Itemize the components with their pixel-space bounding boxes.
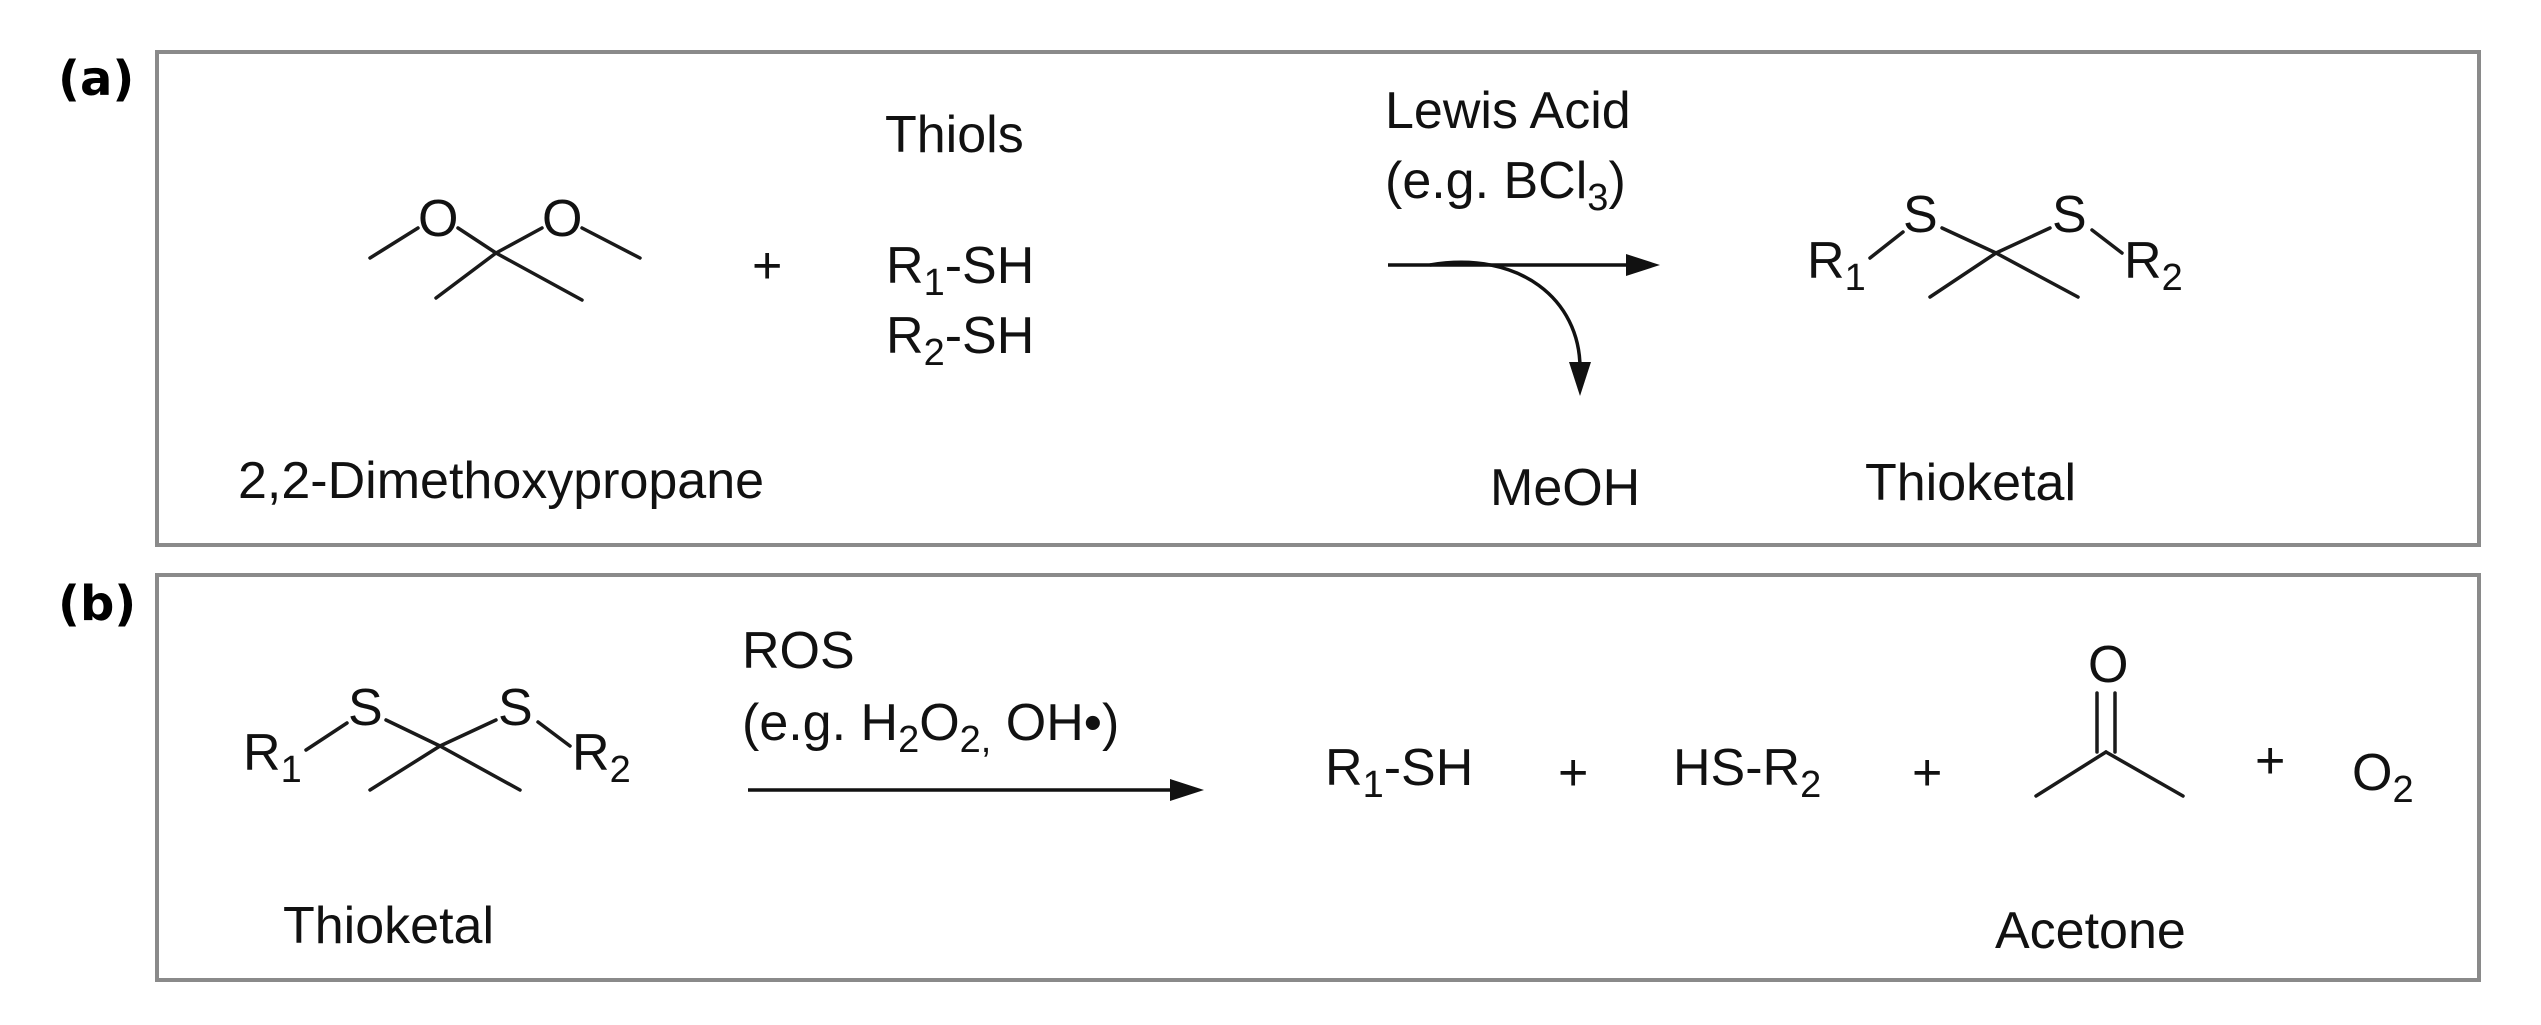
- panel-a-tag: (a): [58, 51, 134, 107]
- catalyst-label-line1: Lewis Acid: [1385, 82, 1631, 140]
- dimethoxypropane-structure: O O: [368, 190, 642, 302]
- product-r2: R2: [2124, 232, 2183, 299]
- reactant-r2: R2: [572, 724, 631, 791]
- reactant-r1: R1: [243, 724, 302, 791]
- dmp-oxygen-left: O: [418, 190, 458, 248]
- acetone-oxygen: O: [2088, 636, 2128, 694]
- acetone-name: Acetone: [1995, 902, 2186, 960]
- product-oxygen: O2: [2352, 744, 2414, 811]
- panel-b-tag: (b): [58, 576, 136, 632]
- product-r1-sh: R1-SH: [1325, 739, 1473, 806]
- byproduct-meoh: MeOH: [1490, 459, 1640, 517]
- panel-b: (b) R1 S S R2 Thioketal ROS (e.g. H2O2, …: [58, 573, 2481, 982]
- dmp-name: 2,2-Dimethoxypropane: [238, 452, 764, 510]
- product-sulfur-right: S: [2052, 186, 2087, 244]
- panel-a: (a) O O 2,2-Dimethoxypropane + Thiols R1…: [58, 50, 2481, 547]
- product-name-thioketal: Thioketal: [1865, 454, 2076, 512]
- thioketal-product-structure: R1 S S R2: [1807, 186, 2183, 299]
- thiol-r1-sh: R1-SH: [886, 237, 1034, 304]
- reactant-sulfur-right: S: [498, 679, 533, 737]
- thiols-title: Thiols: [885, 106, 1024, 164]
- reactant-sulfur-left: S: [348, 679, 383, 737]
- reaction-arrow-a: [1388, 254, 1660, 396]
- product-r1: R1: [1807, 232, 1866, 299]
- plus-sign-b2: +: [1912, 744, 1942, 802]
- panel-b-frame: [155, 573, 2481, 982]
- product-hs-r2: HS-R2: [1673, 739, 1821, 806]
- panel-a-frame: [155, 50, 2481, 547]
- catalyst-label-line2: (e.g. BCl3): [1385, 152, 1626, 219]
- reactant-name-thioketal: Thioketal: [283, 897, 494, 955]
- dmp-oxygen-right: O: [542, 190, 582, 248]
- thioketal-reactant-structure: R1 S S R2: [243, 679, 631, 792]
- plus-sign-b3: +: [2255, 732, 2285, 790]
- plus-sign-a: +: [752, 237, 782, 295]
- ros-label-line2: (e.g. H2O2, OH•): [742, 694, 1119, 761]
- plus-sign-b1: +: [1558, 744, 1588, 802]
- product-sulfur-left: S: [1903, 186, 1938, 244]
- acetone-structure: O: [2034, 636, 2185, 798]
- reaction-arrow-b: [748, 779, 1204, 801]
- ros-label-line1: ROS: [742, 622, 855, 680]
- thiol-r2-sh: R2-SH: [886, 307, 1034, 374]
